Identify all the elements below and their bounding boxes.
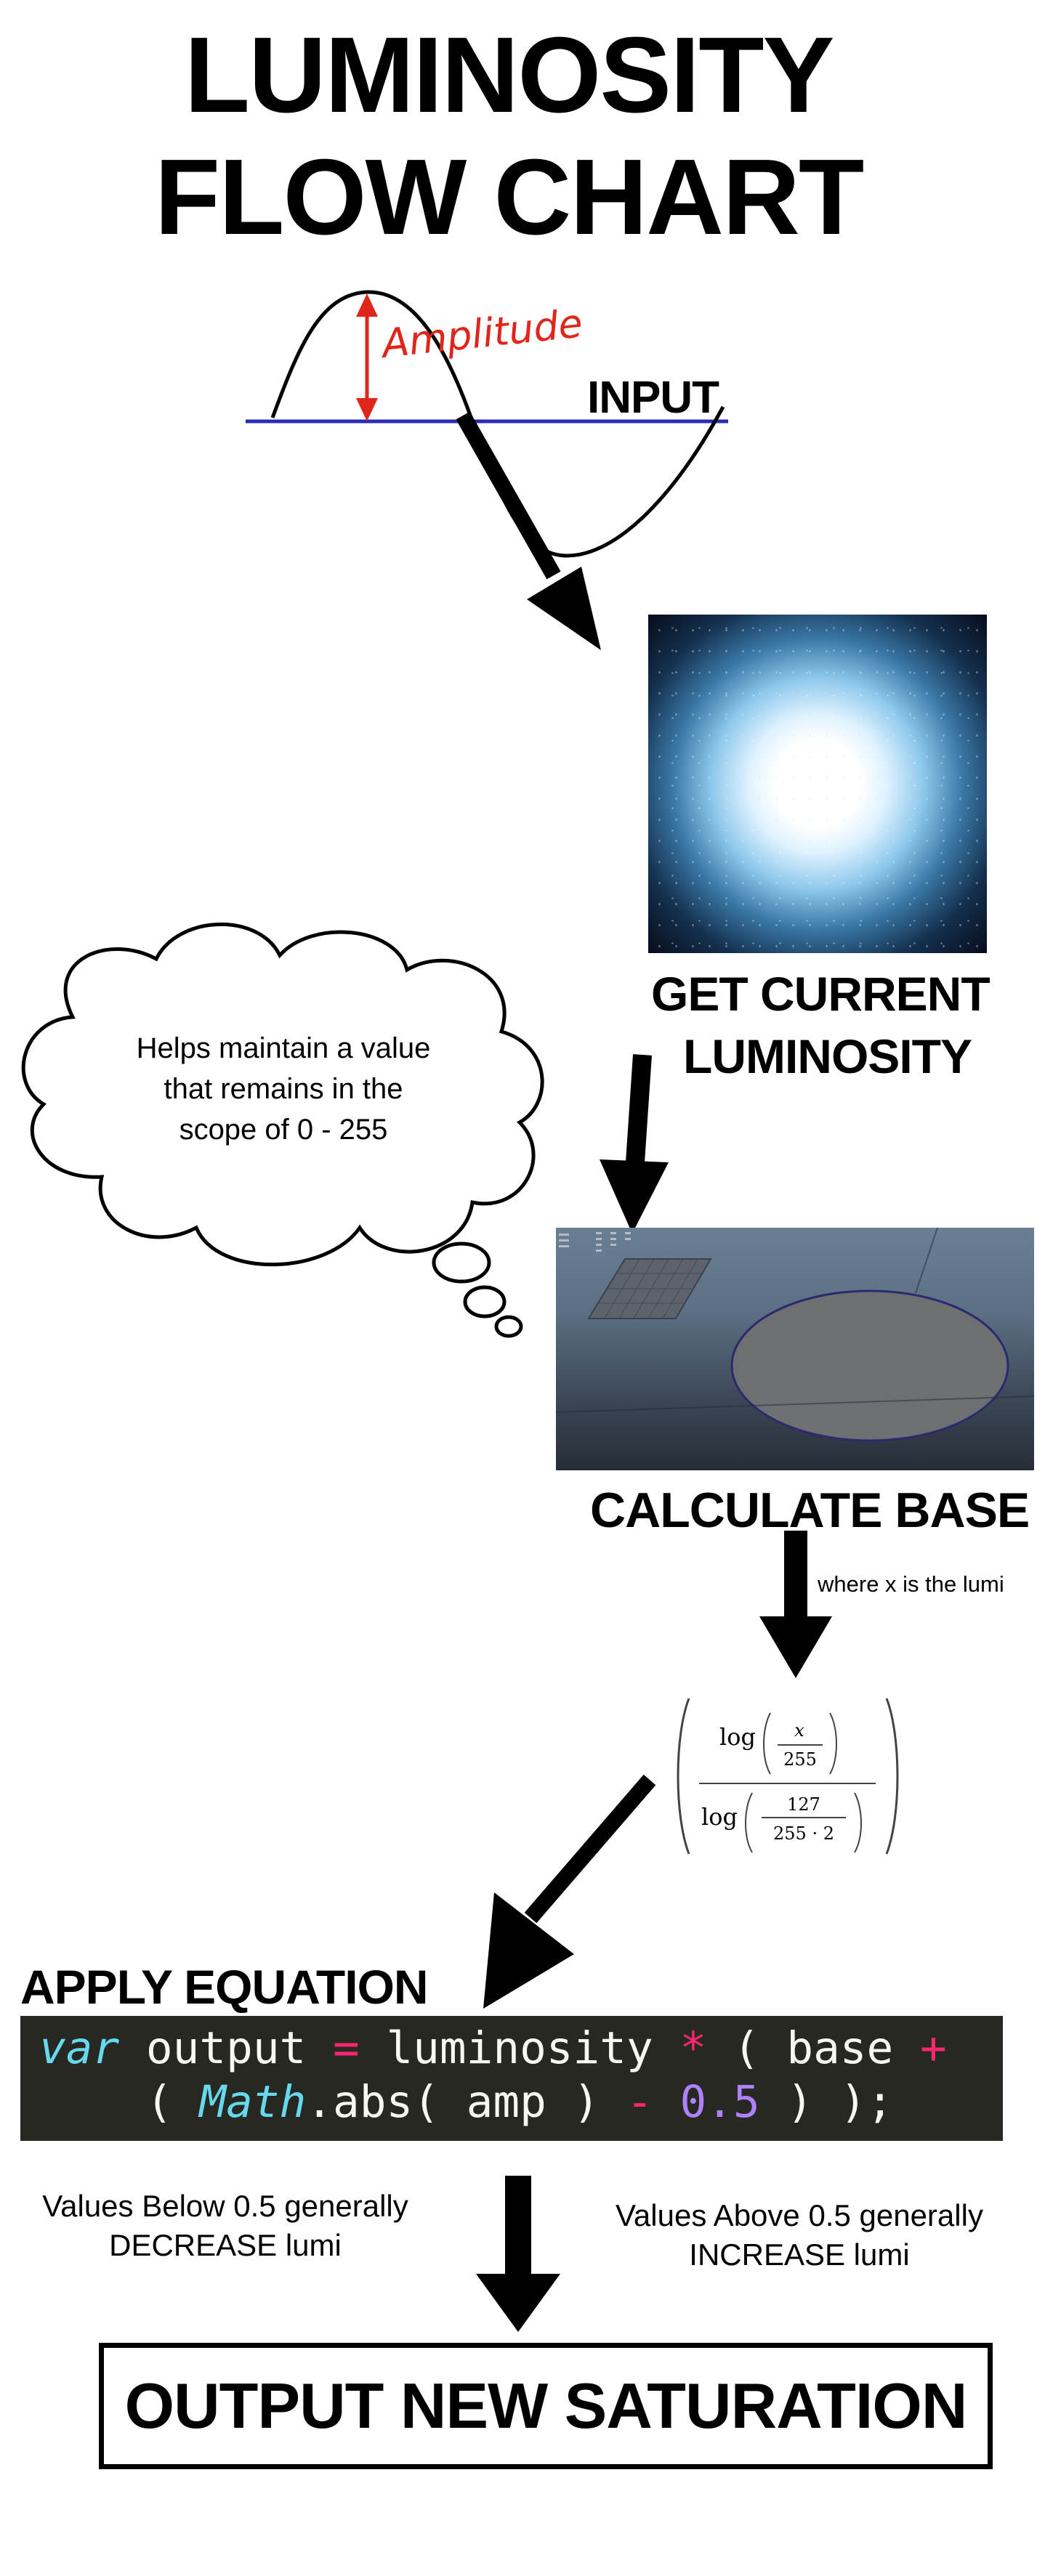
cloud-note: Helps maintain a value that remains in t… [94,1028,472,1150]
formula-den-paren-left [745,1792,753,1853]
viewport-gridline-overlay [915,1228,938,1294]
arrow-base-to-formula [784,1531,807,1619]
lumi-note: where x is the lumi [818,1571,1004,1597]
cloud-note-line-3: scope of 0 - 255 [179,1114,388,1146]
arrow-input-to-star-head [527,567,601,650]
arrow-input-to-star [456,411,561,580]
title-line-1: LUMINOSITY [184,15,835,135]
code-keyword-math: Math [199,2076,307,2128]
arrow-luminosity-to-base-head [600,1159,669,1234]
page-title: LUMINOSITY FLOW CHART [0,15,1017,259]
note-below-line-2: DECREASE lumi [109,2228,342,2262]
formula-paren-left [677,1698,690,1855]
code-text: output [119,2022,333,2074]
code-operator-equals: = [333,2022,360,2074]
viewport-horizon-overlay [556,1396,1034,1413]
code-text: .abs( amp ) [306,2076,626,2128]
code-operator-plus: + [919,2022,947,2074]
code-line-2: ( Math.abs( amp ) - 0.5 ) ); [39,2075,1003,2129]
arrow-luminosity-to-base [626,1054,652,1163]
amplitude-arrowhead-top [356,293,378,317]
formula-log-den: log [701,1803,738,1831]
formula-d2: 255 · 2 [773,1823,834,1844]
step-label-calculate-base: CALCULATE BASE [590,1483,1030,1538]
code-text: luminosity [359,2022,680,2074]
note-below-line-1: Values Below 0.5 generally [42,2189,408,2223]
thought-cloud [21,923,544,1338]
base-formula: log x 255 log 127 255 · 2 [677,1698,899,1855]
star-luminosity-image [648,615,987,953]
formula-n2: 127 [787,1794,820,1815]
code-text: ( base [706,2022,920,2074]
code-text: ) ); [759,2076,894,2128]
code-operator-minus: - [626,2076,653,2128]
code-operator-multiply: * [679,2022,707,2074]
formula-num-paren-left [763,1712,771,1775]
equation-code-block: var output = luminosity * ( base + ( Mat… [20,2016,1003,2141]
output-label: OUTPUT NEW SATURATION [124,2370,968,2442]
star-field-texture [648,615,987,953]
arrow-equation-to-output-head [476,2274,560,2332]
arrow-formula-to-equation [524,1774,656,1924]
step-label-get-line-2: LUMINOSITY [683,1029,972,1083]
note-above-line-2: INCREASE lumi [689,2237,910,2272]
code-number: 0.5 [679,2076,760,2128]
step-label-get-current-luminosity: GET CURRENT LUMINOSITY [603,963,1045,1087]
step-label-input: INPUT [587,373,719,423]
viewport-menu-markers [559,1232,631,1252]
note-values-above: Values Above 0.5 generally INCREASE lumi [589,2196,1010,2275]
arrow-equation-to-output [505,2176,531,2285]
arrow-base-to-formula-head [759,1616,832,1678]
formula-x: x [794,1720,804,1741]
formula-num-paren-right [829,1712,837,1775]
viewport-disc-overlay [730,1289,1009,1442]
code-line-1: var output = luminosity * ( base + [39,2022,1003,2075]
cloud-note-line-2: that remains in the [164,1073,403,1105]
code-text [653,2076,680,2128]
note-values-below: Values Below 0.5 generally DECREASE lumi [22,2187,429,2265]
3d-viewport-overlay [556,1228,1034,1442]
formula-den-paren-right [854,1792,862,1853]
arrow-formula-to-equation-head [483,1892,574,2009]
cloud-note-line-1: Helps maintain a value [136,1032,431,1064]
code-keyword-var: var [39,2022,120,2074]
title-line-2: FLOW CHART [154,137,865,257]
formula-d1: 255 [783,1749,817,1770]
step-label-get-line-1: GET CURRENT [651,967,990,1021]
step-label-apply-equation: APPLY EQUATION [20,1960,429,2014]
formula-paren-right [885,1698,899,1855]
note-above-line-1: Values Above 0.5 generally [616,2198,983,2232]
formula-log-num: log [719,1723,756,1751]
amplitude-arrowhead-bottom [356,398,378,421]
code-text: ( [39,2076,200,2128]
output-box: OUTPUT NEW SATURATION [99,2343,993,2469]
viewport-plane-grid [599,1258,702,1319]
